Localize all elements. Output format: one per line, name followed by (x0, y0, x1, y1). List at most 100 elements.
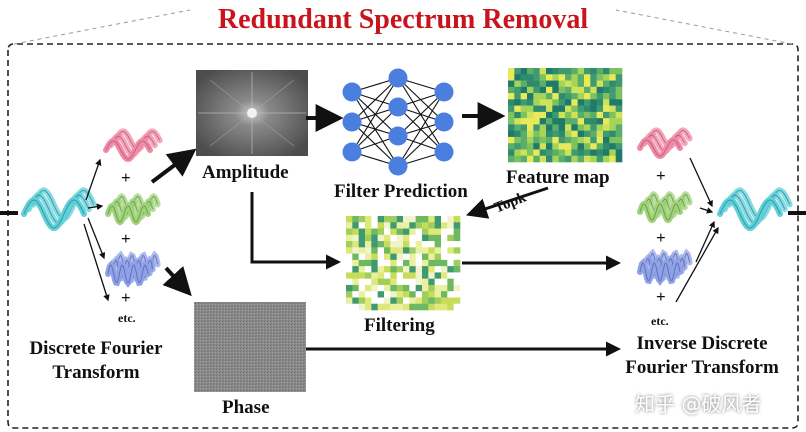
heatmap-cell (520, 111, 528, 119)
heatmap-cell (520, 143, 528, 150)
heatmap-cell (571, 149, 578, 157)
heatmap-cell (422, 228, 429, 236)
watermark: 知乎 @破风者 (635, 392, 762, 416)
heatmap-cell (441, 272, 448, 279)
heatmap-cell (428, 253, 435, 261)
heatmap-cell (609, 74, 616, 81)
heatmap-cell (415, 222, 423, 229)
heatmap-cell (520, 105, 528, 113)
heatmap-cell (428, 234, 435, 242)
heatmap-cell (371, 272, 378, 279)
heatmap-cell (377, 303, 385, 311)
nn-node (342, 82, 362, 102)
heatmap-cell (533, 124, 540, 131)
heatmap-cell (596, 68, 604, 75)
nn-node (434, 82, 454, 102)
heatmap-cell (453, 247, 461, 254)
heatmap-cell (441, 216, 448, 223)
heatmap-cell (533, 68, 540, 75)
heatmap-cell (546, 155, 553, 163)
heatmap-cell (565, 143, 572, 150)
heatmap-cell (571, 99, 578, 106)
heatmap-cell (346, 216, 353, 223)
heatmap-cell (377, 284, 385, 292)
filtering-heatmap (346, 216, 461, 311)
nn-node (388, 126, 408, 146)
heatmap-cell (514, 105, 521, 113)
signal-wave-icon (717, 187, 793, 232)
heatmap-cell (428, 266, 435, 273)
heatmap-cell (603, 130, 610, 138)
heatmap-cell (346, 241, 353, 248)
heatmap-cell (428, 284, 435, 292)
heatmap-cell (346, 253, 353, 261)
heatmap-cell (539, 149, 547, 157)
heatmap-cell (584, 80, 591, 88)
heatmap-cell (565, 155, 572, 163)
heatmap-cell (603, 93, 610, 100)
heatmap-cell (546, 143, 553, 150)
heatmap-cell (527, 136, 534, 144)
heatmap-cell (615, 111, 623, 119)
heatmap-cell (539, 68, 547, 75)
heatmap-cell (346, 297, 353, 305)
heatmap-cell (527, 124, 534, 131)
heatmap-cell (384, 297, 391, 305)
heatmap-cell (508, 143, 515, 150)
heatmap-cell (558, 86, 566, 94)
heatmap-cell (520, 74, 528, 81)
heatmap-cell (453, 228, 461, 236)
heatmap-cell (447, 272, 454, 279)
heatmap-cell (384, 222, 391, 229)
heatmap-cell (596, 93, 604, 100)
heatmap-cell (558, 118, 566, 125)
heatmap-cell (514, 86, 521, 94)
heatmap-cell (552, 149, 559, 157)
heatmap-cell (615, 68, 623, 75)
heatmap-cell (508, 149, 515, 157)
heatmap-cell (434, 303, 442, 311)
heatmap-cell (352, 272, 359, 279)
heatmap-cell (377, 266, 385, 273)
heatmap-cell (441, 303, 448, 311)
heatmap-cell (546, 111, 553, 119)
heatmap-cell (609, 143, 616, 150)
idft-label-line2: Fourier Transform (625, 357, 779, 378)
heatmap-cell (371, 291, 378, 298)
heatmap-cell (415, 228, 423, 236)
heatmap-cell (508, 136, 515, 144)
heatmap-cell (558, 80, 566, 88)
heatmap-cell (615, 149, 623, 157)
heatmap-cell (358, 241, 366, 248)
heatmap-cell (358, 234, 366, 242)
heatmap-cell (415, 241, 423, 248)
heatmap-cell (396, 222, 404, 229)
heatmap-cell (384, 216, 391, 223)
heatmap-cell (390, 278, 397, 286)
heatmap-cell (346, 228, 353, 236)
heatmap-cell (409, 278, 416, 286)
heatmap-cell (590, 68, 597, 75)
heatmap-cell (396, 247, 404, 254)
heatmap-cell (352, 278, 359, 286)
heatmap-cell (371, 278, 378, 286)
heatmap-cell (584, 105, 591, 113)
heatmap-cell (539, 105, 547, 113)
heatmap-cell (565, 105, 572, 113)
heatmap-cell (596, 143, 604, 150)
heatmap-cell (371, 284, 378, 292)
heatmap-cell (527, 155, 534, 163)
heatmap-cell (552, 93, 559, 100)
heatmap-cell (377, 222, 385, 229)
heatmap-cell (558, 149, 566, 157)
heatmap-cell (571, 74, 578, 81)
heatmap-cell (514, 118, 521, 125)
heatmap-cell (403, 222, 410, 229)
heatmap-cell (558, 155, 566, 163)
heatmap-cell (377, 272, 385, 279)
heatmap-cell (352, 241, 359, 248)
heatmap-cell (508, 93, 515, 100)
heatmap-cell (603, 99, 610, 106)
heatmap-cell (514, 155, 521, 163)
